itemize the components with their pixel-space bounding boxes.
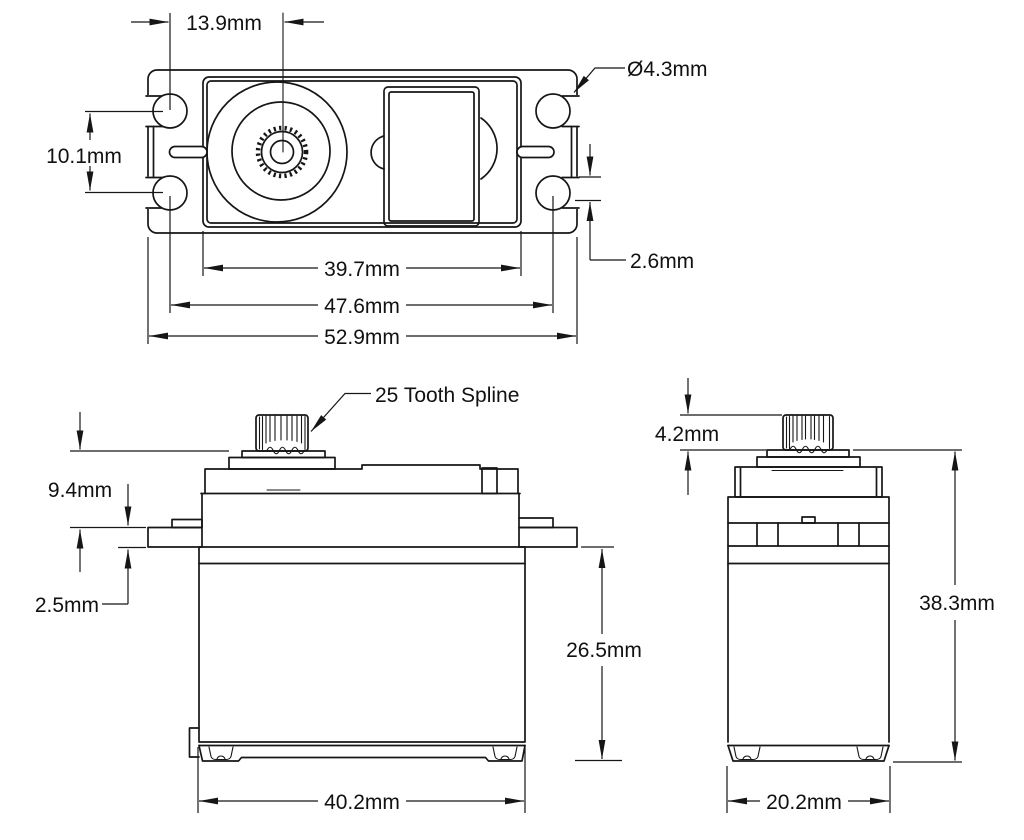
- motor-left-bump-arc: [370, 135, 385, 170]
- dim-label-case-width: 40.2mm: [324, 791, 400, 814]
- bottom-cap: [727, 744, 890, 762]
- callout-spline: 25 Tooth Spline: [310, 384, 519, 432]
- motor-right-bump-arc: [480, 117, 498, 180]
- gearbox-bulge-circle: [207, 81, 348, 223]
- dim-spline-height: 4.2mm: [655, 378, 782, 495]
- dim-hole-spacing: 47.6mm: [169, 196, 554, 318]
- case-side-tab: [188, 727, 200, 758]
- dim-flange-to-bottom: 26.5mm: [566, 546, 642, 762]
- dim-label-top-to-flange: 9.4mm: [48, 479, 112, 502]
- dim-flange-thickness: 2.5mm: [35, 484, 146, 617]
- spline-collar: [766, 449, 850, 458]
- dim-label-spline-callout: 25 Tooth Spline: [375, 384, 519, 407]
- front-upper-case: [200, 464, 521, 529]
- flange-notch-lines: [145, 95, 580, 209]
- dim-label-overall-width: 52.9mm: [324, 326, 400, 349]
- dim-label-hole-vertical-spacing: 10.1mm: [46, 145, 122, 168]
- front-spline: [255, 414, 309, 455]
- spline-teeth-ring: [255, 125, 309, 179]
- front-view: 25 Tooth Spline 9.4mm 2.5mm 26.5mm 40.2m…: [35, 384, 642, 814]
- dim-label-hole-spacing: 47.6mm: [324, 295, 400, 318]
- spline-step-block: [756, 456, 861, 468]
- dim-label-overall-height: 38.3mm: [919, 592, 995, 615]
- dim-hole-edge-offset: 2.6mm: [575, 144, 694, 273]
- dim-label-body-width: 39.7mm: [324, 258, 400, 281]
- bottom-cap: [198, 744, 526, 762]
- top-view: 13.9mm 10.1mm Ø4.3mm 2.6mm 39.7mm: [46, 12, 707, 349]
- spline-step-block: [228, 456, 336, 470]
- dim-case-depth: 20.2mm: [726, 766, 891, 814]
- motor-area: [370, 86, 498, 227]
- spline-boss-circle: [231, 101, 331, 201]
- dim-top-to-flange: 9.4mm: [48, 412, 229, 572]
- dim-label-flange-thickness: 2.5mm: [35, 594, 99, 617]
- flange-tab-right: [518, 526, 578, 548]
- flange-center-tab: [801, 516, 816, 524]
- spline-base-circle: [260, 130, 304, 174]
- flange-slot-left: [168, 145, 208, 159]
- dim-label-case-depth: 20.2mm: [766, 791, 842, 814]
- flange-tab-left: [147, 526, 203, 548]
- dim-hole-diameter: Ø4.3mm: [573, 58, 708, 93]
- dim-label-spline-offset: 13.9mm: [186, 12, 262, 35]
- output-spline-top: [207, 81, 348, 223]
- spline-collar: [241, 450, 326, 459]
- side-view: 4.2mm 38.3mm 20.2mm: [655, 378, 995, 814]
- dim-label-flange-to-bottom: 26.5mm: [566, 639, 642, 662]
- dim-label-hole-edge-offset: 2.6mm: [630, 250, 694, 273]
- dim-overall-width: 52.9mm: [147, 237, 578, 349]
- side-spline: [782, 414, 834, 454]
- dim-case-width: 40.2mm: [197, 747, 526, 814]
- side-case: [727, 496, 890, 762]
- spline-center-hole: [269, 139, 295, 165]
- dim-label-hole-diameter: Ø4.3mm: [627, 58, 708, 81]
- front-flange: [147, 517, 578, 548]
- flange-slot-right: [516, 145, 555, 159]
- mount-hole-top-right: [535, 93, 571, 129]
- dim-hole-vertical-spacing: 10.1mm: [46, 110, 163, 194]
- side-upper-housing: [734, 466, 883, 498]
- dim-label-spline-height: 4.2mm: [655, 423, 719, 446]
- dim-spline-offset: 13.9mm: [131, 12, 324, 110]
- dim-overall-height: 38.3mm: [853, 449, 995, 763]
- dim-body-width: 39.7mm: [202, 231, 522, 281]
- front-lower-case: [188, 546, 526, 762]
